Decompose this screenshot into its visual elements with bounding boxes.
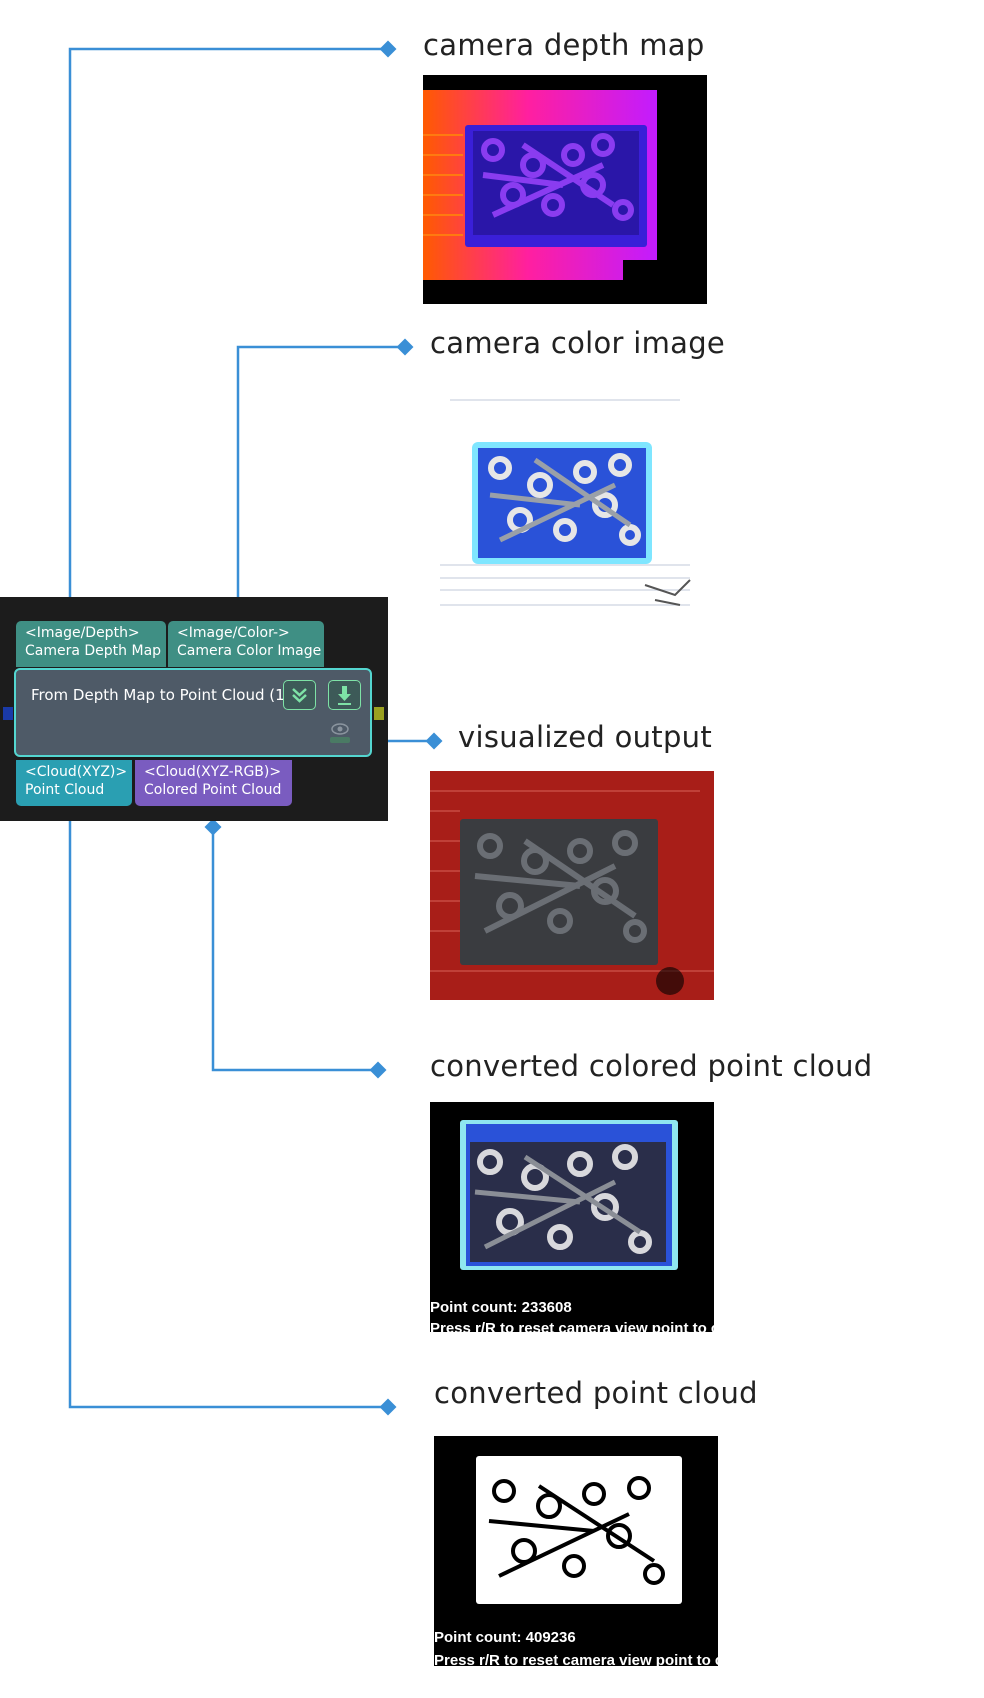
collapse-button[interactable] [283, 680, 316, 710]
colored-point-count-label: Point count: 233608 [430, 1299, 572, 1316]
download-icon [338, 686, 351, 705]
point-cloud-view: Point count: 409236 Press r/R to reset c… [434, 1436, 718, 1666]
point-count-label: Point count: 409236 [434, 1629, 576, 1646]
input-port-name: Camera Color Image [177, 643, 322, 659]
caption-visualized-output: visualized output [458, 720, 713, 754]
input-port-type: <Image/Depth> [25, 625, 140, 641]
node-title: From Depth Map to Point Cloud (1) [31, 686, 291, 704]
connector-color-image [236, 345, 405, 618]
output-port-name: Point Cloud [25, 782, 105, 798]
caption-camera-depth-map: camera depth map [423, 28, 705, 62]
caption-converted-colored-point-cloud: converted colored point cloud [430, 1049, 873, 1083]
input-port-camera-depth-map[interactable]: <Image/Depth> Camera Depth Map [16, 621, 166, 667]
input-port-type: <Image/Color-> [177, 625, 290, 641]
output-port-type: <Cloud(XYZ-RGB)> [144, 764, 282, 780]
output-port-type: <Cloud(XYZ)> [25, 764, 128, 780]
node-right-side-port[interactable] [374, 707, 384, 720]
node-left-side-port[interactable] [3, 707, 13, 720]
caption-camera-color-image: camera color image [430, 326, 726, 360]
connector-point-cloud [68, 812, 388, 1409]
output-port-colored-point-cloud[interactable]: <Cloud(XYZ-RGB)> Colored Point Cloud [135, 760, 292, 806]
camera-depth-map-image [423, 75, 707, 304]
collapse-icon [292, 688, 307, 703]
connector-colored-cloud [211, 827, 378, 1072]
connector-depth-map [68, 47, 388, 618]
output-port-point-cloud[interactable]: <Cloud(XYZ)> Point Cloud [16, 760, 132, 806]
input-port-camera-color-image[interactable]: <Image/Color-> Camera Color Image [168, 621, 324, 667]
node-canvas: <Image/Depth> Camera Depth Map <Image/Co… [0, 597, 388, 821]
caption-converted-point-cloud: converted point cloud [434, 1376, 758, 1410]
camera-color-image [440, 390, 715, 620]
eye-icon[interactable] [328, 720, 354, 746]
download-button[interactable] [328, 680, 361, 710]
reset-hint: Press r/R to reset camera view point to … [434, 1652, 718, 1666]
node-from-depth-map-to-point-cloud[interactable]: From Depth Map to Point Cloud (1) [14, 668, 372, 757]
colored-point-cloud-view: Point count: 233608 Press r/R to reset c… [430, 1102, 714, 1332]
input-port-name: Camera Depth Map [25, 643, 162, 659]
output-port-name: Colored Point Cloud [144, 782, 282, 798]
visualized-output-image [430, 771, 714, 1000]
colored-reset-hint: Press r/R to reset camera view point to … [430, 1320, 714, 1332]
